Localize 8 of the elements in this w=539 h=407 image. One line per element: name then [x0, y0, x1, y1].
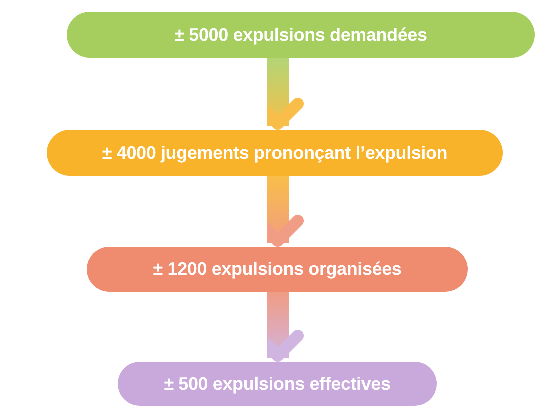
process-box [87, 247, 468, 292]
process-box [47, 130, 503, 176]
step-label: ± 1200 expulsions organisées [153, 259, 402, 280]
process-box [118, 362, 437, 406]
process-box [67, 12, 535, 58]
step-label: ± 4000 jugements prononçant l’expulsion [102, 142, 448, 164]
step-label: ± 500 expulsions effectives [164, 374, 391, 394]
step-label: ± 5000 expulsions demandées [174, 24, 428, 46]
